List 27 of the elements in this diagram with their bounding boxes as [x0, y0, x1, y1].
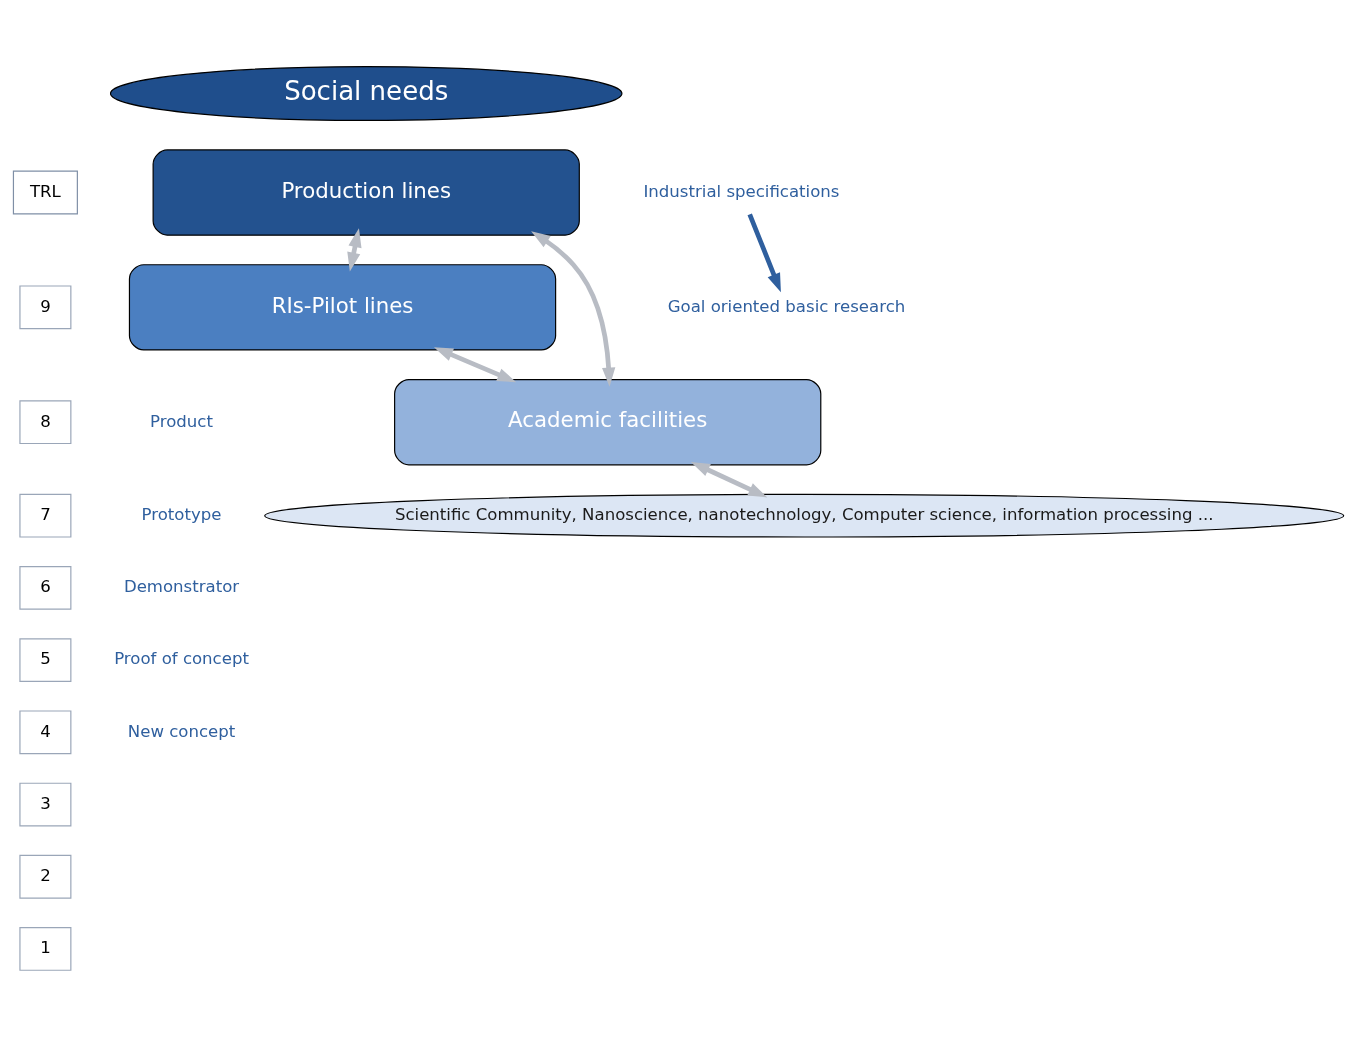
arrow — [433, 347, 517, 383]
node-ellipse: Scientific Community, Nanoscience, nanotechnology, Computer science, information processing ... — [264, 493, 1345, 538]
node-box: 8 — [19, 400, 72, 445]
node-box: 5 — [19, 638, 72, 682]
node-ellipse: Social needs — [109, 65, 623, 122]
label: Product — [150, 411, 213, 431]
node-box: 3 — [19, 782, 72, 827]
node-box: 1 — [19, 927, 72, 971]
node-box: TRL — [12, 170, 78, 215]
node-box: Production lines — [152, 149, 580, 236]
arrow — [747, 213, 781, 293]
node-box: RIs-Pilot lines — [128, 264, 557, 351]
arrow — [347, 228, 362, 272]
label: Proof of concept — [114, 649, 249, 669]
node-box: 7 — [19, 493, 72, 538]
node-box: 9 — [19, 285, 72, 330]
label: Demonstrator — [123, 577, 240, 597]
label: Prototype — [141, 505, 222, 525]
arrow — [531, 231, 616, 387]
node-box: 4 — [19, 710, 72, 755]
node-box: 6 — [19, 566, 72, 610]
node-text: Industrial specifications — [643, 181, 840, 201]
node-box: Academic facilities — [394, 378, 822, 466]
node-text: Goal oriented basic research — [667, 296, 906, 316]
arrow — [690, 461, 768, 498]
label: New concept — [127, 721, 236, 741]
node-box: 2 — [19, 854, 72, 899]
